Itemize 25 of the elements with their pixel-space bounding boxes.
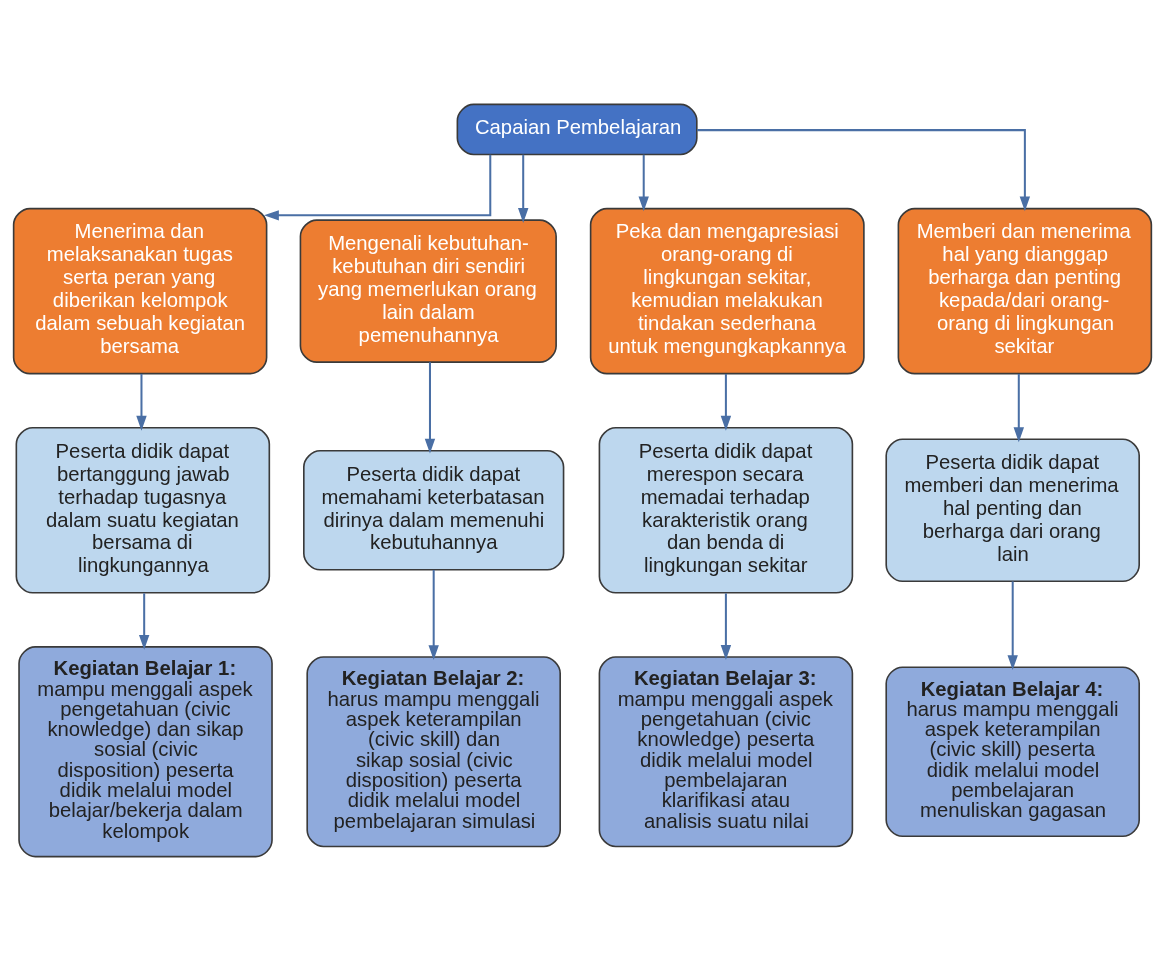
node-box: Memberi dan menerima hal yang dianggap berharga dan penting kepada/dari orang-orang di lingkungan sekitar: [897, 207, 1153, 374]
arrow: [424, 361, 436, 454]
arrow: [720, 592, 732, 660]
node-box: Kegiatan Belajar 1: mampu menggali aspek pengetahuan (civic knowledge) dan sikap sosial (civic disposition) peserta didik melalui model belajar/bekerja dalam kelompok: [18, 645, 273, 857]
arrow: [263, 154, 492, 221]
node-box: Peka dan mengapresiasi orang-orang di lingkungan sekitar, kemudian melakukan tindakan sederhana untuk mengungkapkannya: [589, 207, 865, 374]
arrow: [638, 154, 649, 211]
arrow: [136, 373, 147, 431]
arrow: [1013, 373, 1024, 442]
node-box: Kegiatan Belajar 4: harus mampu menggali aspek keterampilan (civic skill) peserta didik melalui model pembelajaran menuliskan gagasan: [885, 665, 1140, 837]
node-box: Peserta didik dapat memberi dan menerima hal penting dan berharga dari orang lain: [885, 437, 1140, 582]
node-box: Peserta didik dapat merespon secara memadai terhadap karakteristik orang dan benda di lingkungan sekitar: [598, 426, 854, 594]
arrow: [428, 569, 439, 660]
node-box: Capaian Pembelajaran: [456, 103, 698, 155]
arrow: [138, 592, 150, 650]
node-box: Menerima dan melaksanakan tugas serta peran yang diberikan kelompok dalam sebuah kegiatan bersama: [12, 207, 268, 374]
node-box: Kegiatan Belajar 2: harus mampu menggali aspek keterampilan (civic skill) dan sikap sosial (civic disposition) peserta didik melalui model pembelajaran simulasi: [306, 655, 561, 847]
node-box: Peserta didik dapat memahami keterbatasan dirinya dalam memenuhi kebutuhannya: [303, 449, 565, 571]
node-box: Kegiatan Belajar 3: mampu menggali aspek pengetahuan (civic knowledge) peserta didik melalui model pembelajaran klarifikasi atau analisis suatu nilai: [598, 655, 854, 847]
arrow: [697, 128, 1031, 211]
arrow: [720, 373, 732, 431]
node-box: Peserta didik dapat bertanggung jawab terhadap tugasnya dalam suatu kegiatan bersama di lingkungannya: [15, 426, 271, 594]
arrow: [518, 154, 529, 223]
node-box: Mengenali kebutuhan-kebutuhan diri sendiri yang memerlukan orang lain dalam pemenuhannya: [299, 218, 557, 363]
arrow: [1007, 580, 1018, 670]
